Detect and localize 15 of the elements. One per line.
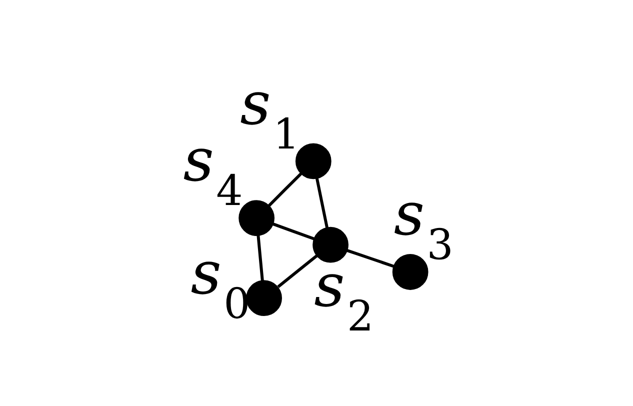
node-label: s$_{1}$ <box>240 68 300 158</box>
connector <box>256 234 264 282</box>
connector <box>271 222 315 241</box>
node-circle <box>312 226 348 263</box>
node-circle <box>246 280 282 316</box>
node-circle <box>294 143 331 180</box>
connector <box>314 178 328 228</box>
connector <box>346 248 394 268</box>
connector <box>267 172 302 208</box>
node-label: s$_{3}$ <box>393 180 453 270</box>
node-circle <box>392 254 428 290</box>
connector <box>276 254 318 288</box>
node-label: s$_{0}$ <box>190 238 250 328</box>
node-label: s$_{4}$ <box>182 126 242 216</box>
node-label: s$_{2}$ <box>314 251 374 341</box>
